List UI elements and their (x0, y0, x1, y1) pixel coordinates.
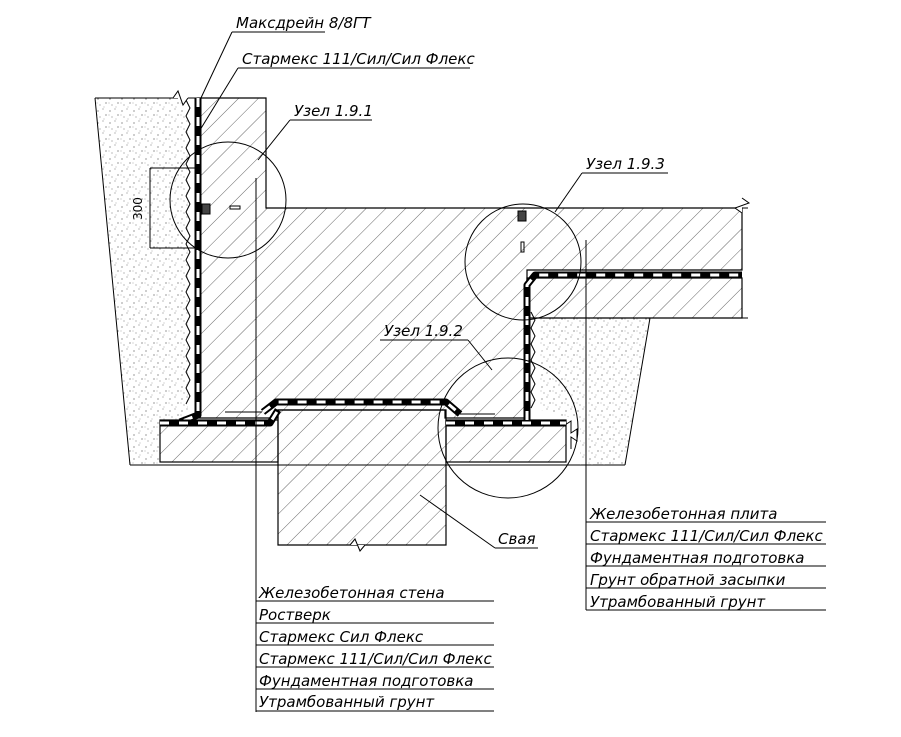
drainage-membrane (185, 99, 578, 449)
legend-right-item-5: Утрамбованный грунт (590, 593, 766, 611)
legend-right-item-2: Стармекс 111/Сил/Сил Флекс (590, 527, 823, 545)
legend-right-item-4: Грунт обратной засыпки (590, 571, 786, 589)
legend-left-item-4: Стармекс 111/Сил/Сил Флекс (259, 650, 492, 668)
maxdrain-label: Максдрейн 8/8ГТ (236, 14, 372, 32)
callout-labels: Максдрейн 8/8ГТ Стармекс 111/Сил/Сил Фле… (236, 14, 665, 548)
concrete-wall (172, 89, 743, 419)
legend-right-item-1: Железобетонная плита (589, 505, 777, 523)
node-191-label: Узел 1.9.1 (294, 102, 373, 120)
legend-right: Железобетонная плита Стармекс 111/Сил/Си… (586, 505, 826, 611)
dimension-300: 300 (131, 167, 200, 249)
waterstop-details (201, 203, 527, 253)
legend-left-item-1: Железобетонная стена (258, 584, 445, 602)
node-193-label: Узел 1.9.3 (586, 155, 665, 173)
dimension-300-text: 300 (131, 197, 145, 220)
foundation-preparation (159, 419, 567, 463)
starmex-top-label: Стармекс 111/Сил/Сил Флекс (242, 50, 475, 68)
node-circles (169, 141, 582, 499)
backfill-soil-right (540, 317, 651, 466)
pile (277, 409, 447, 552)
node-192-label: Узел 1.9.2 (384, 322, 463, 340)
legend-left-item-2: Ростверк (259, 606, 331, 624)
legend-left: Железобетонная стена Ростверк Стармекс С… (256, 584, 494, 712)
pile-label: Свая (498, 530, 536, 548)
legend-left-item-3: Стармекс Сил Флекс (259, 628, 424, 646)
waterproofing-membrane (160, 98, 742, 427)
legend-left-item-5: Фундаментная подготовка (259, 672, 473, 690)
legend-right-item-3: Фундаментная подготовка (590, 549, 804, 567)
legend-left-item-6: Утрамбованный грунт (259, 693, 435, 711)
